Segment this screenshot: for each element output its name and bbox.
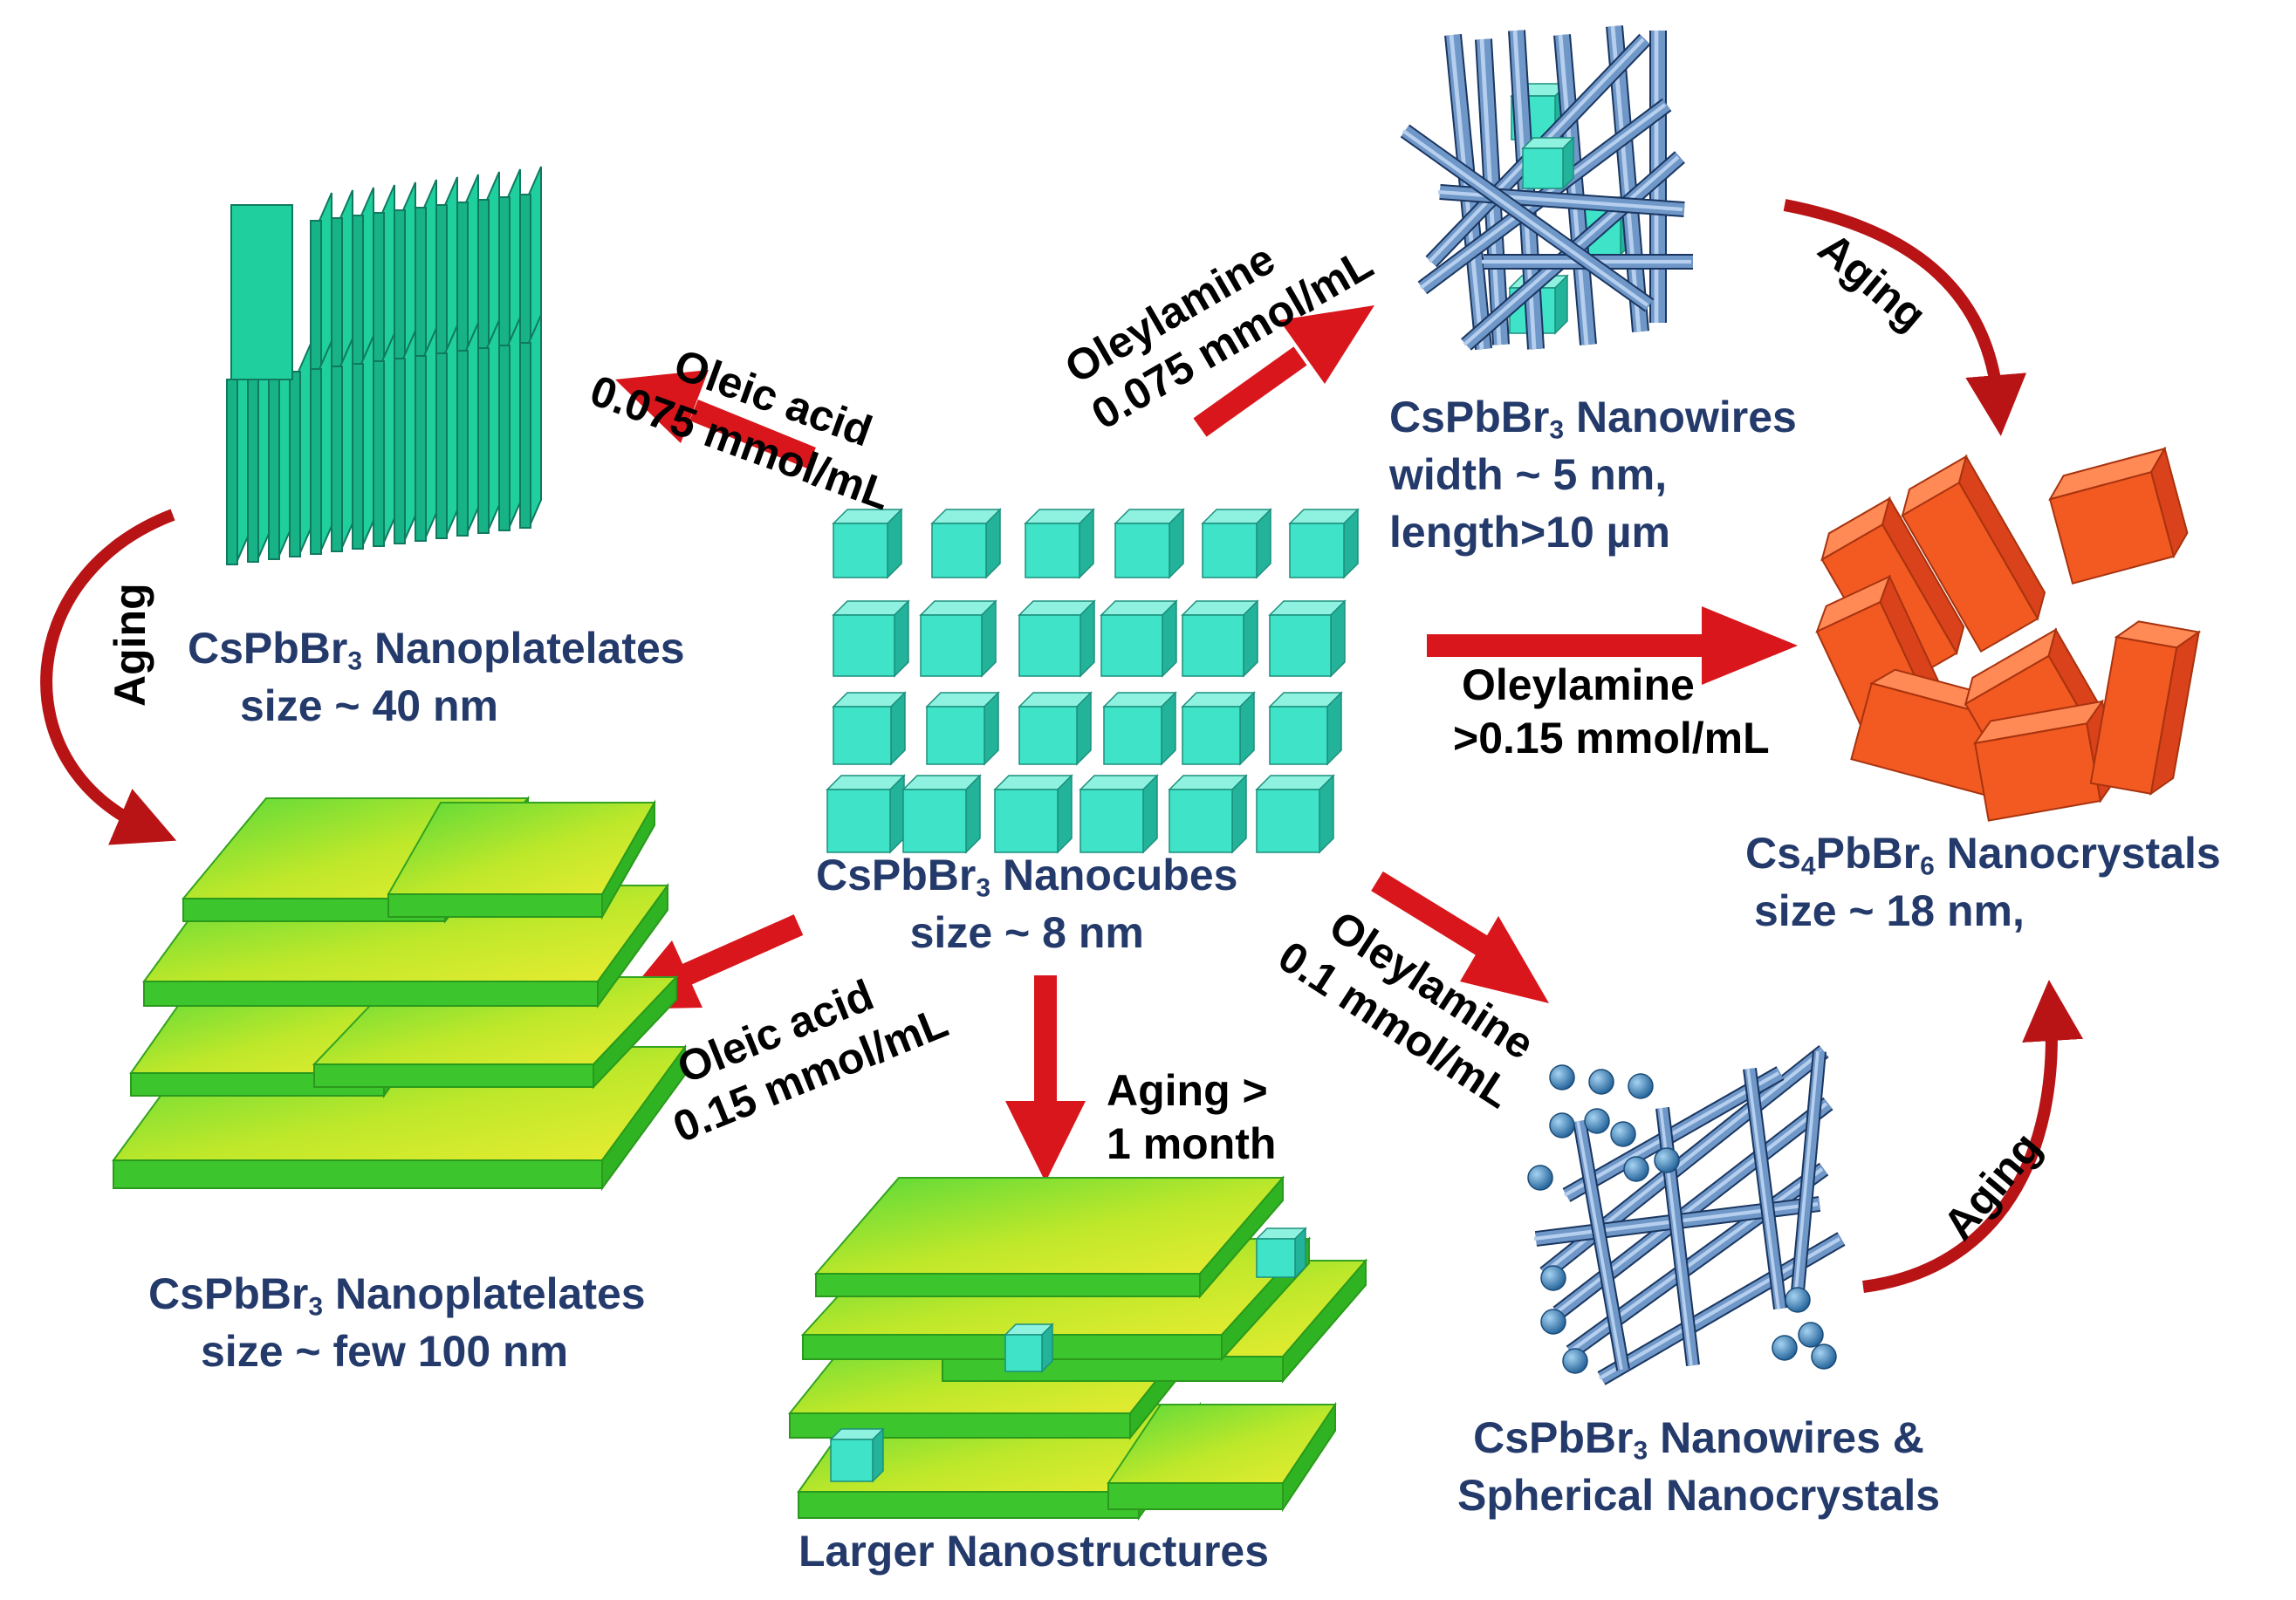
sphere-icon	[1654, 1147, 1680, 1173]
sphere-icon	[1811, 1344, 1837, 1370]
sphere-icon	[1610, 1121, 1636, 1147]
rod-crystal-icon	[1901, 454, 2046, 653]
nanoplate-icon	[1107, 1401, 1337, 1513]
nanocube-icon	[1018, 691, 1093, 766]
nanocube-icon	[1521, 136, 1575, 190]
nanocube-icon	[1079, 774, 1159, 854]
nanocube-icon	[1255, 1227, 1307, 1279]
arrow-to-nanoplatelets-small	[615, 370, 816, 469]
nanocube-icon	[832, 508, 903, 579]
larger-nanostructures-illustration	[787, 1175, 1368, 1521]
nanocube-icon	[1004, 1323, 1054, 1373]
aging-arrow-left	[40, 509, 177, 845]
sphere-icon	[1772, 1335, 1798, 1361]
nanoplatelets-large-illustration	[112, 796, 687, 1192]
sphere-icon	[1785, 1287, 1811, 1313]
nanocubes-illustration	[826, 508, 1360, 854]
nanocube-icon	[1255, 774, 1335, 854]
sphere-icon	[1540, 1265, 1566, 1291]
nanocube-icon	[919, 599, 997, 678]
nanocube-icon	[832, 599, 910, 678]
nanowires-illustration	[1400, 25, 1693, 351]
aging-label-left: Aging	[106, 583, 154, 707]
nanoplatelets-small-illustration	[226, 166, 542, 565]
aging-arrow-bottom-right	[1862, 980, 2084, 1293]
condition-oleyl-high: Oleylamine >0.15 mmol/mL	[1453, 660, 1770, 762]
aging-arrow-top-right	[1783, 199, 2027, 436]
label-nanoplatelets-small: CsPbBr3 Nanoplatelates size ~ 40 nm	[188, 624, 685, 730]
nanocube-icon	[1168, 774, 1248, 854]
arrow-to-larger-nanostructures	[1005, 975, 1086, 1182]
arrow-to-wires-spheres	[1371, 871, 1549, 1003]
nanocube-icon	[1114, 508, 1185, 579]
nanocube-icon	[832, 691, 907, 766]
sphere-icon	[1549, 1064, 1575, 1091]
nanoplate-icon	[387, 799, 656, 920]
label-larger-nanostructures: Larger Nanostructures	[798, 1527, 1270, 1576]
nanocube-icon	[1268, 691, 1343, 766]
nanoplate-icon	[813, 1175, 1285, 1299]
condition-aging-month: Aging > 1 month	[1107, 1066, 1277, 1168]
wires-spheres-illustration	[1527, 1044, 1846, 1385]
rod-crystal-icon	[2089, 620, 2202, 796]
nanocube-icon	[1181, 599, 1259, 678]
sphere-icon	[1798, 1322, 1824, 1348]
sphere-icon	[1584, 1108, 1610, 1134]
nanocube-icon	[1102, 691, 1177, 766]
nanocube-icon	[925, 691, 1000, 766]
nanocube-icon	[1201, 508, 1272, 579]
nanocube-icon	[993, 774, 1073, 854]
nanocube-icon	[1018, 599, 1096, 678]
sphere-icon	[1549, 1112, 1575, 1138]
nanocube-icon	[1268, 599, 1347, 678]
sphere-icon	[1527, 1165, 1553, 1191]
nanocube-icon	[1100, 599, 1178, 678]
sphere-icon	[1588, 1069, 1614, 1095]
sphere-icon	[1628, 1073, 1654, 1099]
sphere-icon	[1540, 1309, 1566, 1335]
nanocube-icon	[1181, 691, 1256, 766]
label-nanocubes: CsPbBr3 Nanocubes size ~ 8 nm	[816, 851, 1238, 957]
label-cs4-nanocrystals: Cs4PbBr6 Nanocrystals size ~ 18 nm,	[1745, 829, 2221, 935]
sphere-icon	[1623, 1156, 1649, 1182]
nanocube-icon	[901, 774, 982, 854]
label-wires-spheres: CsPbBr3 Nanowires & Spherical Nanocrysta…	[1457, 1413, 1941, 1520]
rod-crystal-icon	[2048, 446, 2189, 585]
label-nanowires: CsPbBr3 Nanowires width ~ 5 nm, length>1…	[1389, 393, 1797, 557]
nanocube-icon	[930, 508, 1002, 579]
arrow-to-cs4-nanocrystals	[1427, 606, 1798, 685]
label-nanoplatelets-large: CsPbBr3 Nanoplatelates size ~ few 100 nm	[148, 1269, 646, 1376]
nanocube-icon	[826, 774, 906, 854]
nanocube-icon	[1024, 508, 1095, 579]
cs4-nanocrystals-illustration	[1815, 446, 2202, 822]
sphere-icon	[1562, 1348, 1588, 1374]
nanoplatelet-stack-icon	[230, 204, 293, 380]
nanocube-icon	[1288, 508, 1360, 579]
nanocube-icon	[829, 1427, 885, 1483]
arrow-to-nanowires	[1193, 305, 1374, 437]
